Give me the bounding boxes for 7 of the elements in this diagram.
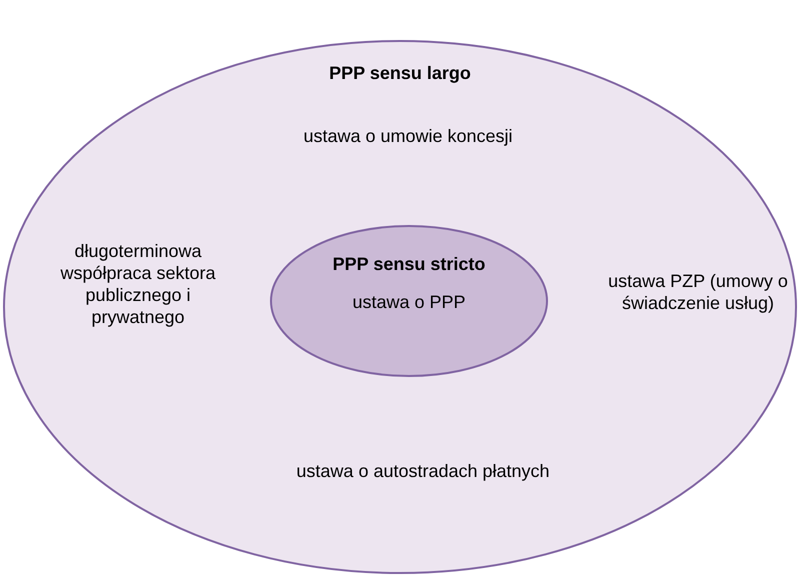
text-label: długoterminowa współpraca sektora publicznego i prywatnego bbox=[59, 240, 217, 328]
group-title: PPP sensu stricto bbox=[332, 253, 486, 275]
text-label: ustawa PZP (umowy o świadczenie usług) bbox=[607, 270, 789, 314]
text-label: ustawa o autostradach płatnych bbox=[295, 460, 551, 482]
group-title: PPP sensu largo bbox=[328, 62, 472, 84]
text-label: ustawa o umowie koncesji bbox=[302, 125, 514, 147]
text-label: ustawa o PPP bbox=[351, 291, 467, 313]
